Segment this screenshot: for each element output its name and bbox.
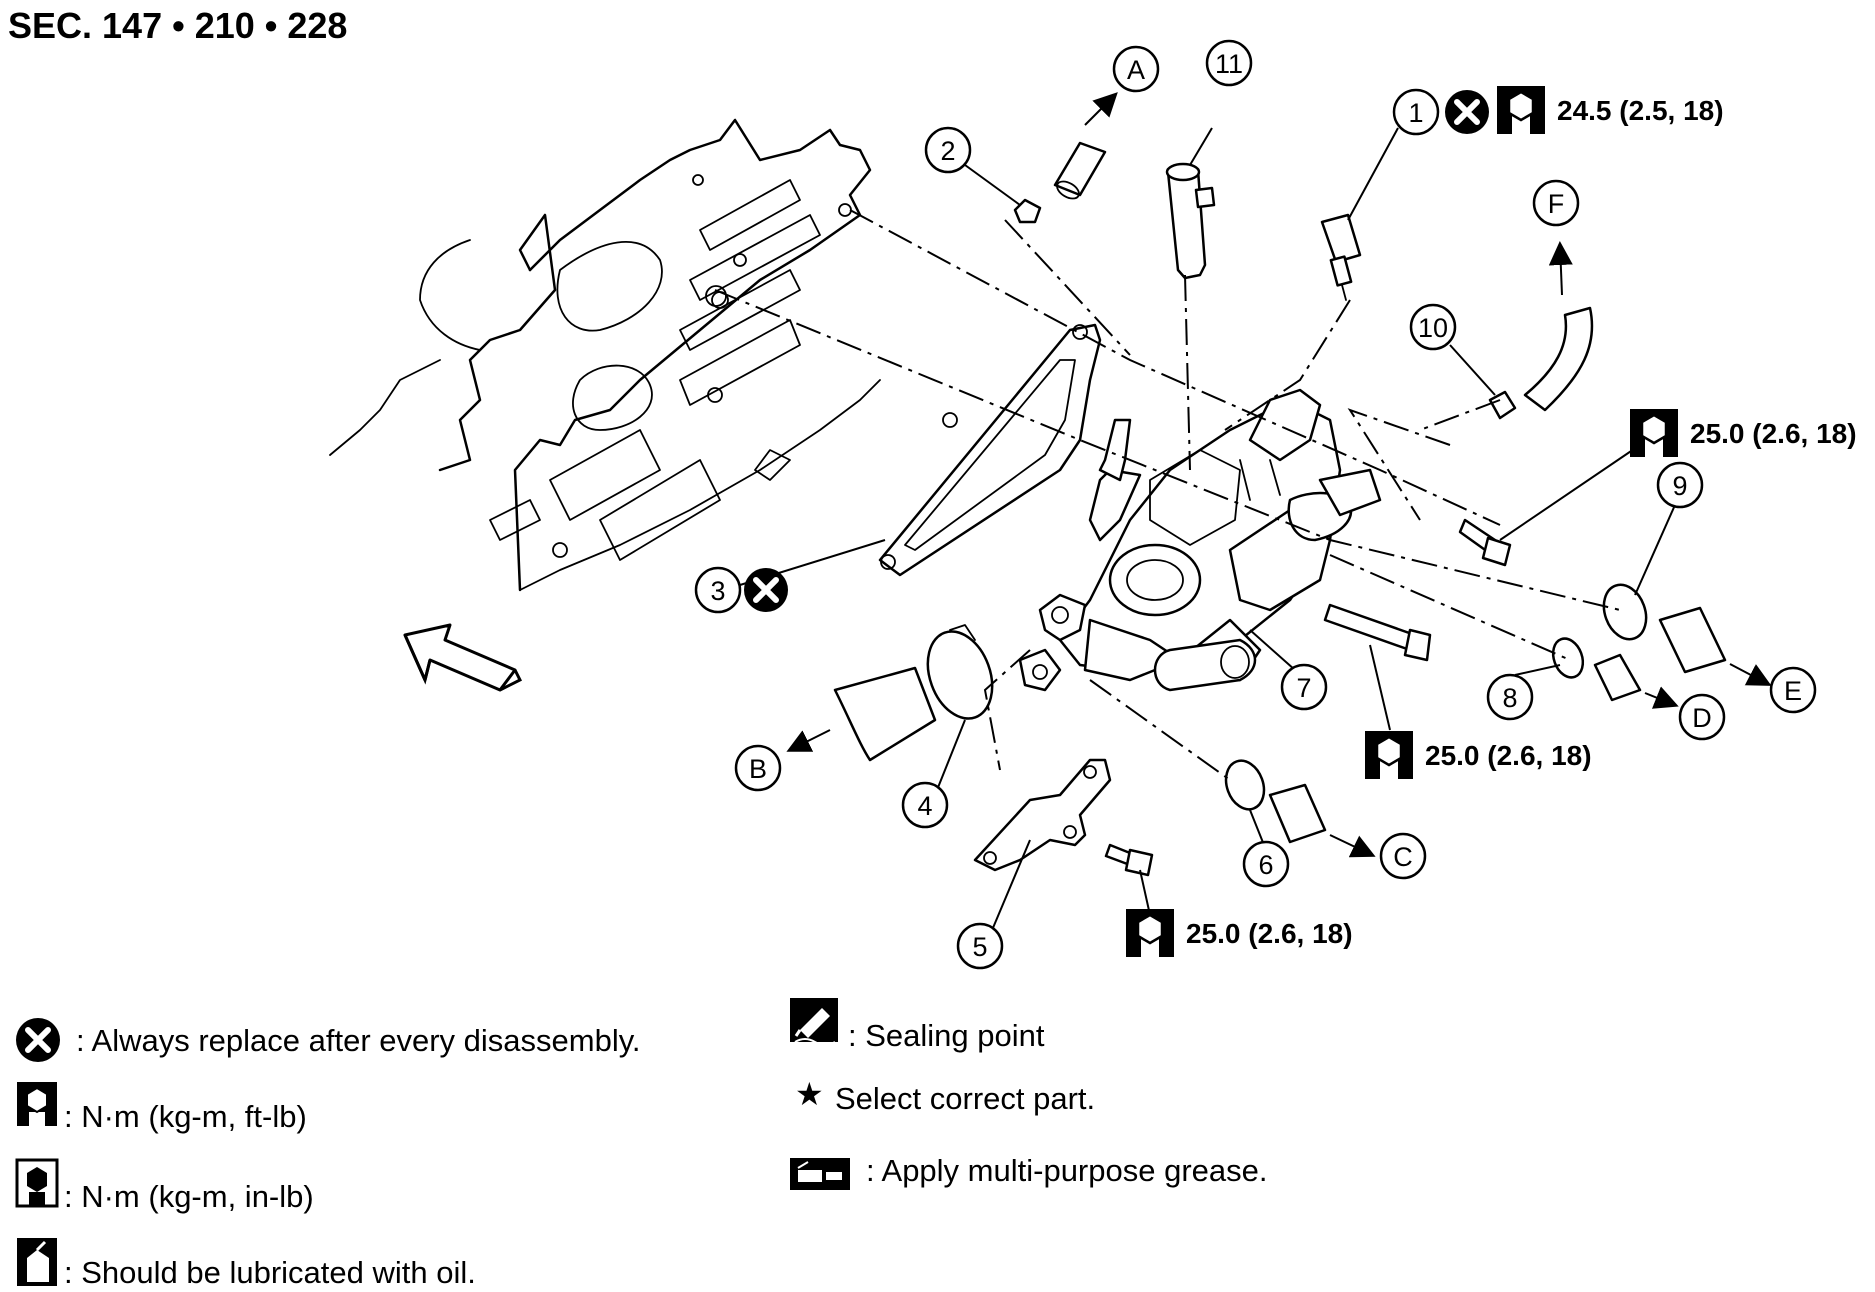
flow-arrows xyxy=(786,92,1772,858)
svg-text:1: 1 xyxy=(1408,98,1423,128)
svg-text:A: A xyxy=(1127,55,1145,85)
hose-e xyxy=(1602,583,1727,674)
star-icon: ★ xyxy=(795,1076,824,1112)
svg-text:F: F xyxy=(1548,189,1565,219)
legend-replace-text: : Always replace after every disassembly… xyxy=(76,1023,641,1058)
replace-icon-part1 xyxy=(1445,90,1489,134)
svg-text:2: 2 xyxy=(940,136,955,166)
svg-text:E: E xyxy=(1784,676,1802,706)
legend-torque-inlb-text: : N·m (kg-m, in-lb) xyxy=(64,1179,314,1214)
callout-7: 7 xyxy=(1280,663,1328,711)
callout-1: 1 xyxy=(1392,88,1440,136)
hose-c xyxy=(1224,759,1327,844)
svg-text:C: C xyxy=(1393,842,1413,872)
water-outlet-housing xyxy=(1018,388,1382,692)
callout-F: F xyxy=(1532,179,1580,227)
svg-text:24.5 (2.5, 18): 24.5 (2.5, 18) xyxy=(1557,95,1724,126)
sensor-part-11 xyxy=(1165,162,1216,280)
svg-text:5: 5 xyxy=(972,932,987,962)
callout-9: 9 xyxy=(1656,461,1704,509)
legend-oil-text: : Should be lubricated with oil. xyxy=(64,1255,476,1290)
svg-text:9: 9 xyxy=(1672,471,1687,501)
svg-text:11: 11 xyxy=(1215,49,1243,79)
svg-text:25.0 (2.6, 18): 25.0 (2.6, 18) xyxy=(1425,740,1592,771)
callout-8: 8 xyxy=(1486,673,1534,721)
svg-text:25.0 (2.6, 18): 25.0 (2.6, 18) xyxy=(1690,418,1857,449)
oil-can-icon xyxy=(17,1238,57,1286)
assembly-centerlines xyxy=(714,209,1621,781)
torque-spec-upper-right: 25.0 (2.6, 18) xyxy=(1628,407,1857,459)
sealant-tube-icon xyxy=(790,998,838,1046)
bracket-part xyxy=(973,758,1112,872)
x-in-circle-icon xyxy=(16,1018,60,1062)
svg-text:D: D xyxy=(1692,703,1712,733)
hose-d xyxy=(1551,637,1642,702)
hose-b xyxy=(833,624,994,762)
coolant-temperature-sensor xyxy=(1320,213,1362,301)
callout-5: 5 xyxy=(956,922,1004,970)
replace-icon-part3 xyxy=(744,568,788,612)
callout-4: 4 xyxy=(901,781,949,829)
hose-f-and-clamp xyxy=(1488,306,1594,420)
svg-text:4: 4 xyxy=(917,791,932,821)
bolt-upper-right xyxy=(1458,518,1512,567)
svg-text:8: 8 xyxy=(1502,683,1517,713)
callout-11: 11 xyxy=(1205,39,1253,87)
bolt-bracket xyxy=(1104,843,1154,877)
svg-text:25.0 (2.6, 18): 25.0 (2.6, 18) xyxy=(1186,918,1353,949)
wrench-socket-icon xyxy=(17,1082,57,1126)
legend-select-text: Select correct part. xyxy=(835,1081,1095,1116)
hose-a-and-clamp xyxy=(1013,141,1107,224)
callout-E: E xyxy=(1769,666,1817,714)
front-arrow-icon xyxy=(403,623,523,692)
svg-text:B: B xyxy=(749,754,767,784)
torque-spec-center: 25.0 (2.6, 18) xyxy=(1363,729,1592,781)
callout-D: D xyxy=(1678,693,1726,741)
callout-6: 6 xyxy=(1242,840,1290,888)
callout-A: A xyxy=(1112,45,1160,93)
legend-sealing-text: : Sealing point xyxy=(848,1018,1045,1053)
torque-spec-part1: 24.5 (2.5, 18) xyxy=(1495,84,1724,136)
engine-block-illustration xyxy=(329,118,881,592)
grease-gun-icon xyxy=(790,1158,850,1190)
svg-text:6: 6 xyxy=(1258,850,1273,880)
wrench-socket-filled-icon xyxy=(15,1158,59,1208)
legend-torque-ftlb-text: : N·m (kg-m, ft-lb) xyxy=(64,1099,307,1134)
callout-C: C xyxy=(1379,832,1427,880)
svg-text:10: 10 xyxy=(1418,313,1448,343)
bolt-center-long xyxy=(1323,603,1432,662)
section-title: SEC. 147 • 210 • 228 xyxy=(8,5,347,46)
gasket-part xyxy=(878,323,1102,577)
svg-text:3: 3 xyxy=(710,576,725,606)
legend-grease-text: : Apply multi-purpose grease. xyxy=(866,1153,1268,1188)
callout-B: B xyxy=(734,744,782,792)
callout-10: 10 xyxy=(1409,303,1457,351)
torque-spec-bracket: 25.0 (2.6, 18) xyxy=(1124,907,1353,959)
legend: : Always replace after every disassembly… xyxy=(16,998,1268,1290)
callout-3: 3 xyxy=(694,566,742,614)
callout-2: 2 xyxy=(924,126,972,174)
svg-text:7: 7 xyxy=(1296,673,1311,703)
